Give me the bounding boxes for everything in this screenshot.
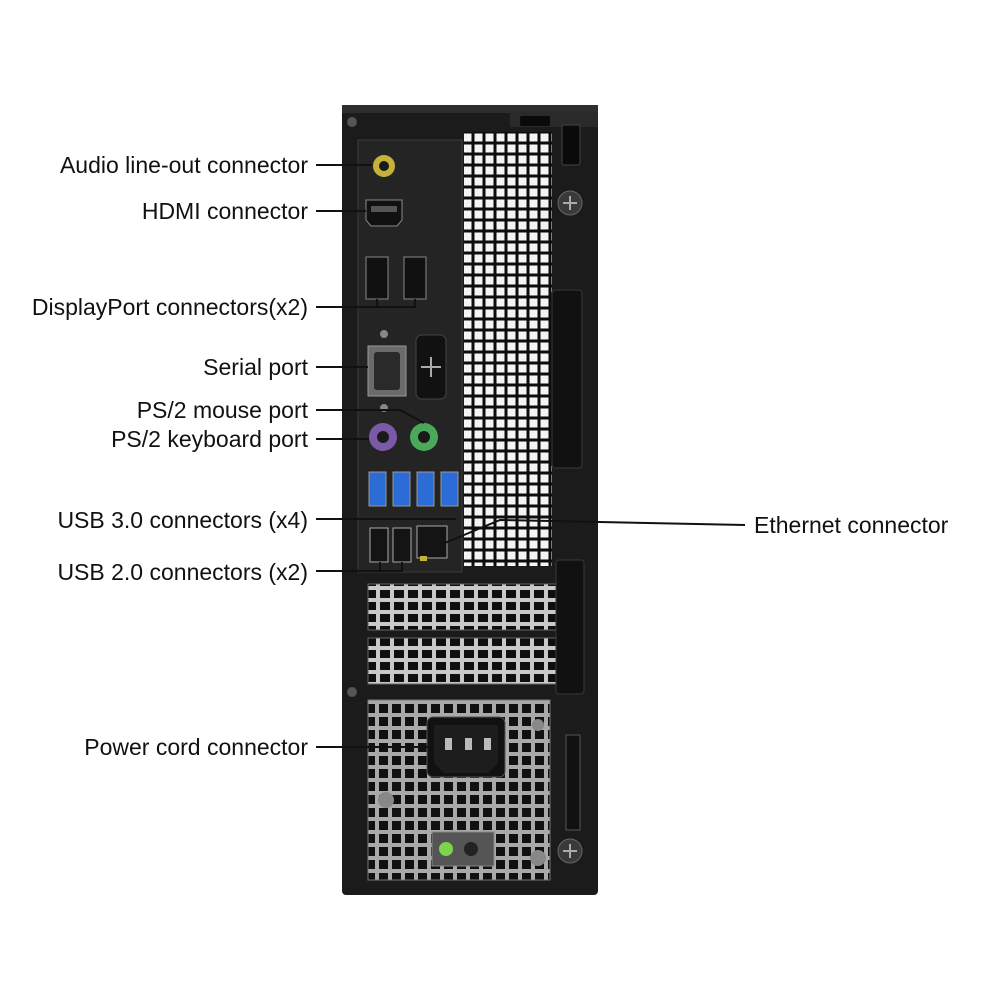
screw-icon — [347, 687, 357, 697]
leader-lines — [316, 164, 746, 748]
expansion-slot-1 — [367, 583, 557, 631]
screw-icon — [530, 850, 546, 866]
label-power-cord: Power cord connector — [84, 734, 308, 760]
displayport-1 — [365, 256, 389, 300]
screw-icon — [347, 117, 357, 127]
displayport-2 — [403, 256, 427, 300]
psu-led-icon — [439, 842, 453, 856]
label-ethernet: Ethernet connector — [754, 512, 949, 538]
screw-icon — [378, 792, 394, 808]
label-audio-line-out: Audio line-out connector — [59, 152, 308, 178]
label-hdmi: HDMI connector — [141, 198, 308, 224]
hdmi-port — [365, 199, 403, 227]
screw-icon — [532, 719, 544, 731]
vent-grille — [464, 132, 552, 566]
lock-slot — [520, 116, 550, 126]
psu-test-button — [464, 842, 478, 856]
ps2-keyboard-port — [369, 423, 397, 451]
label-serial-port: Serial port — [203, 354, 308, 380]
label-usb3: USB 3.0 connectors (x4) — [57, 507, 308, 533]
expansion-slot-2 — [367, 637, 557, 685]
usb3-ports — [368, 471, 459, 507]
ethernet-port — [416, 525, 448, 561]
label-ps2-mouse: PS/2 mouse port — [136, 397, 308, 423]
label-displayport: DisplayPort connectors(x2) — [31, 294, 308, 320]
latch-handle — [551, 289, 583, 469]
label-usb2: USB 2.0 connectors (x2) — [57, 559, 308, 585]
usb2-ports — [369, 527, 412, 563]
ps2-mouse-port — [410, 423, 438, 451]
label-ps2-keyboard: PS/2 keyboard port — [111, 426, 308, 452]
audio-jack — [373, 155, 395, 177]
